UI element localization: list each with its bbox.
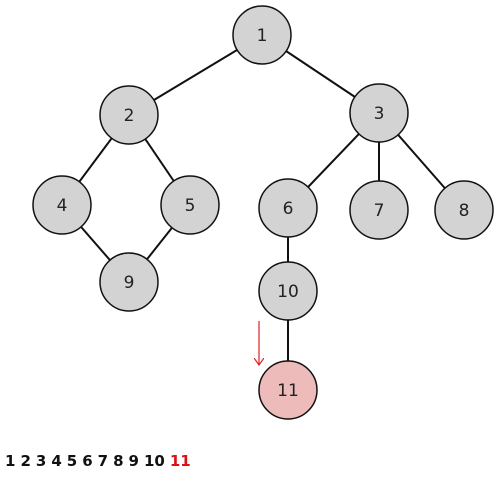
visit-order-item: 1: [5, 452, 16, 470]
node-circle-11: [258, 360, 318, 420]
visit-order-item: 6: [82, 452, 93, 470]
node-circle-3: [349, 83, 409, 143]
node-6: 6: [258, 178, 318, 238]
visit-order-item: 3: [35, 452, 47, 470]
node-circle-1: [232, 5, 292, 65]
node-circle-10: [258, 261, 318, 321]
nodes-layer: 1 2 3 4 5 6 7 8 9 10 11: [32, 5, 494, 420]
node-10: 10: [258, 261, 318, 321]
node-2: 2: [99, 85, 159, 145]
node-circle-5: [160, 175, 220, 235]
node-circle-6: [258, 178, 318, 238]
node-8: 8: [434, 180, 494, 240]
node-label-10: 10: [277, 282, 299, 302]
visit-order-item: 4: [51, 452, 62, 470]
node-9: 9: [99, 252, 159, 312]
visit-order-item: 5: [66, 452, 78, 470]
node-circle-4: [32, 175, 92, 235]
visit-order-item: 11: [169, 452, 191, 470]
node-label-1: 1: [257, 26, 268, 46]
node-label-9: 9: [124, 273, 135, 293]
visit-order-item: 9: [128, 452, 139, 470]
node-circle-2: [99, 85, 159, 145]
node-7: 7: [349, 180, 409, 240]
node-label-2: 2: [124, 106, 135, 126]
node-circle-7: [349, 180, 409, 240]
node-label-3: 3: [374, 104, 385, 124]
node-label-11: 11: [277, 381, 299, 401]
node-11: 11: [258, 360, 318, 420]
visit-order-item: 2: [20, 452, 31, 470]
node-circle-9: [99, 252, 159, 312]
visit-order-item: 7: [97, 452, 109, 470]
node-1: 1: [232, 5, 292, 65]
visit-order-item: 8: [113, 452, 124, 470]
visit-order-item: 10: [143, 452, 165, 470]
node-label-5: 5: [185, 196, 196, 216]
node-circle-8: [434, 180, 494, 240]
node-label-4: 4: [57, 196, 68, 216]
node-5: 5: [160, 175, 220, 235]
node-label-6: 6: [283, 199, 294, 219]
node-label-8: 8: [459, 201, 470, 221]
node-3: 3: [349, 83, 409, 143]
node-label-7: 7: [374, 201, 385, 221]
node-4: 4: [32, 175, 92, 235]
